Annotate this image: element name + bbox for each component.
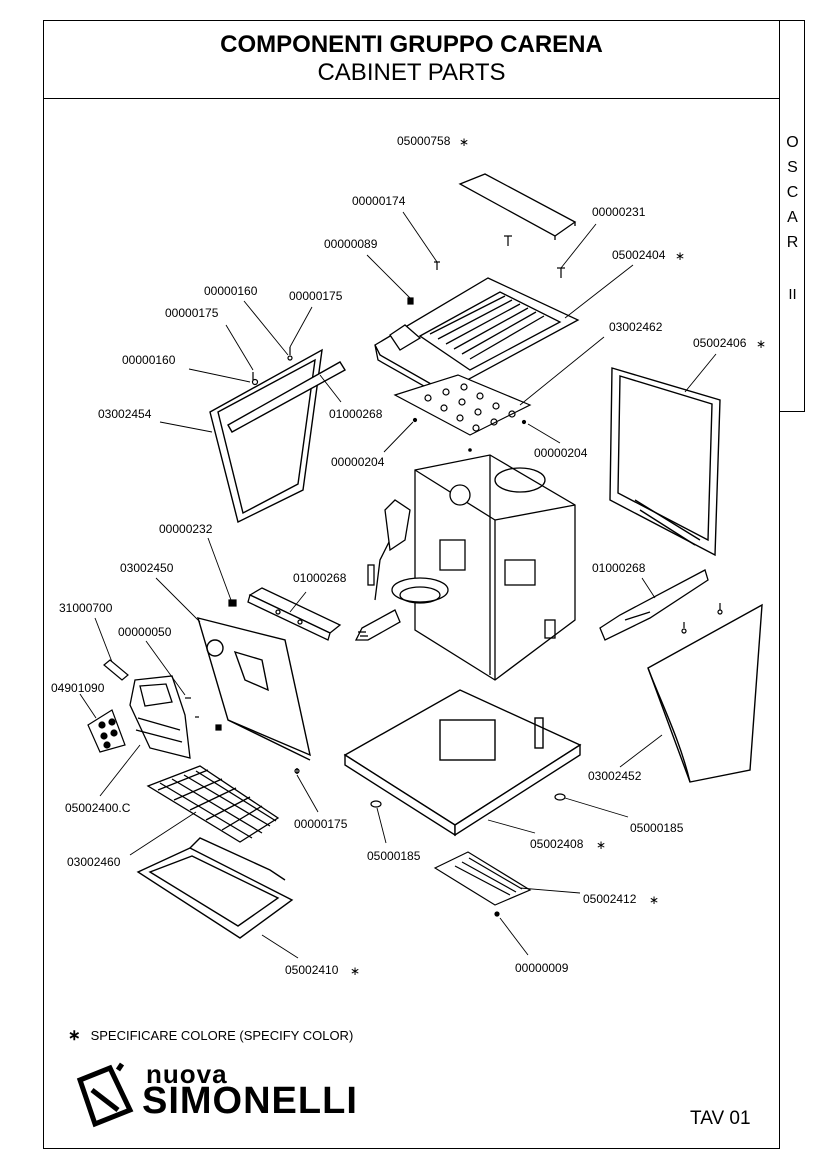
- label-00000204: 00000204: [331, 455, 385, 469]
- sheet-number: TAV 01: [690, 1108, 751, 1129]
- perforated-plate: [393, 374, 532, 436]
- specify-color-star: ∗: [350, 964, 360, 978]
- machine-chassis: [354, 454, 576, 681]
- label-03002460: 03002460: [67, 855, 121, 869]
- trim-strip-small: [103, 659, 129, 681]
- label-01000268: 01000268: [293, 571, 347, 585]
- label-00000174: 00000174: [352, 194, 406, 208]
- label-00000160: 00000160: [122, 353, 176, 367]
- leader-lines: [79, 211, 717, 959]
- machine-base: [343, 689, 582, 837]
- label-04901090: 04901090: [51, 681, 105, 695]
- specify-color-star: ∗: [675, 249, 685, 263]
- page-frame: [43, 20, 780, 1149]
- side-letter: R: [786, 234, 799, 251]
- side-tab: [780, 20, 805, 412]
- label-01000268: 01000268: [329, 407, 383, 421]
- specify-color-note: ∗ SPECIFICARE COLORE (SPECIFY COLOR): [68, 1026, 353, 1044]
- side-letter: A: [787, 209, 798, 226]
- bottom-plate: [433, 851, 532, 906]
- drip-grid: [146, 765, 280, 843]
- page-title-english: CABINET PARTS: [317, 59, 506, 86]
- title-block: COMPONENTI GRUPPO CARENA CABINET PARTS: [43, 20, 780, 99]
- label-00000009: 00000009: [515, 961, 569, 975]
- label-05000758: 05000758: [397, 134, 451, 148]
- label-05002406: 05002406: [693, 336, 747, 350]
- label-00000089: 00000089: [324, 237, 378, 251]
- label-00000231: 00000231: [592, 205, 646, 219]
- brand-name-simonelli: SIMONELLI: [142, 1080, 358, 1122]
- front-trim-strip: [247, 587, 342, 641]
- drip-tray: [136, 837, 294, 939]
- label-00000175: 00000175: [294, 817, 348, 831]
- front-panel: [196, 617, 311, 761]
- label-03002452: 03002452: [588, 769, 642, 783]
- side-tab-version: II: [788, 286, 797, 303]
- side-tab-model: O S C A R: [780, 130, 805, 255]
- page-title-italian: COMPONENTI GRUPPO CARENA: [220, 31, 603, 58]
- side-letter: S: [787, 159, 798, 176]
- right-trim-strip: [599, 569, 709, 641]
- label-00000050: 00000050: [118, 625, 172, 639]
- left-side-panel: [209, 348, 346, 524]
- right-side-panel: [609, 367, 721, 557]
- specify-color-star: ∗: [649, 893, 659, 907]
- side-letter: C: [786, 184, 799, 201]
- brand-name-nuova: nuova: [146, 1059, 228, 1089]
- label-00000160: 00000160: [204, 284, 258, 298]
- label-00000204: 00000204: [534, 446, 588, 460]
- label-05000185: 05000185: [630, 821, 684, 835]
- specify-color-star: ∗: [596, 838, 606, 852]
- label-05000185: 05000185: [367, 849, 421, 863]
- specify-color-star: ∗: [68, 1027, 81, 1044]
- label-03002450: 03002450: [120, 561, 174, 575]
- top-cup-tray: [374, 277, 580, 400]
- right-front-panel: [647, 603, 763, 783]
- label-05002404: 05002404: [612, 248, 666, 262]
- label-00000232: 00000232: [159, 522, 213, 536]
- rubber-feet: [370, 793, 566, 808]
- label-00000175: 00000175: [165, 306, 219, 320]
- label-31000700: 31000700: [59, 601, 113, 615]
- label-05002400-c: 05002400.C: [65, 801, 131, 815]
- label-05002412: 05002412: [583, 892, 637, 906]
- label-03002454: 03002454: [98, 407, 152, 421]
- control-panel: [129, 675, 191, 759]
- label-00000175: 00000175: [289, 289, 343, 303]
- keypad: [87, 709, 126, 753]
- specify-color-text: SPECIFICARE COLORE (SPECIFY COLOR): [90, 1028, 354, 1043]
- top-cover-plate: [458, 173, 577, 240]
- side-letter: O: [786, 134, 799, 151]
- label-05002408: 05002408: [530, 837, 584, 851]
- label-03002462: 03002462: [609, 320, 663, 334]
- screws: [185, 235, 723, 917]
- label-05002410: 05002410: [285, 963, 339, 977]
- specify-color-star: ∗: [756, 337, 766, 351]
- simonelli-logo-mark: [76, 1062, 134, 1128]
- label-01000268: 01000268: [592, 561, 646, 575]
- specify-color-star: ∗: [459, 135, 469, 149]
